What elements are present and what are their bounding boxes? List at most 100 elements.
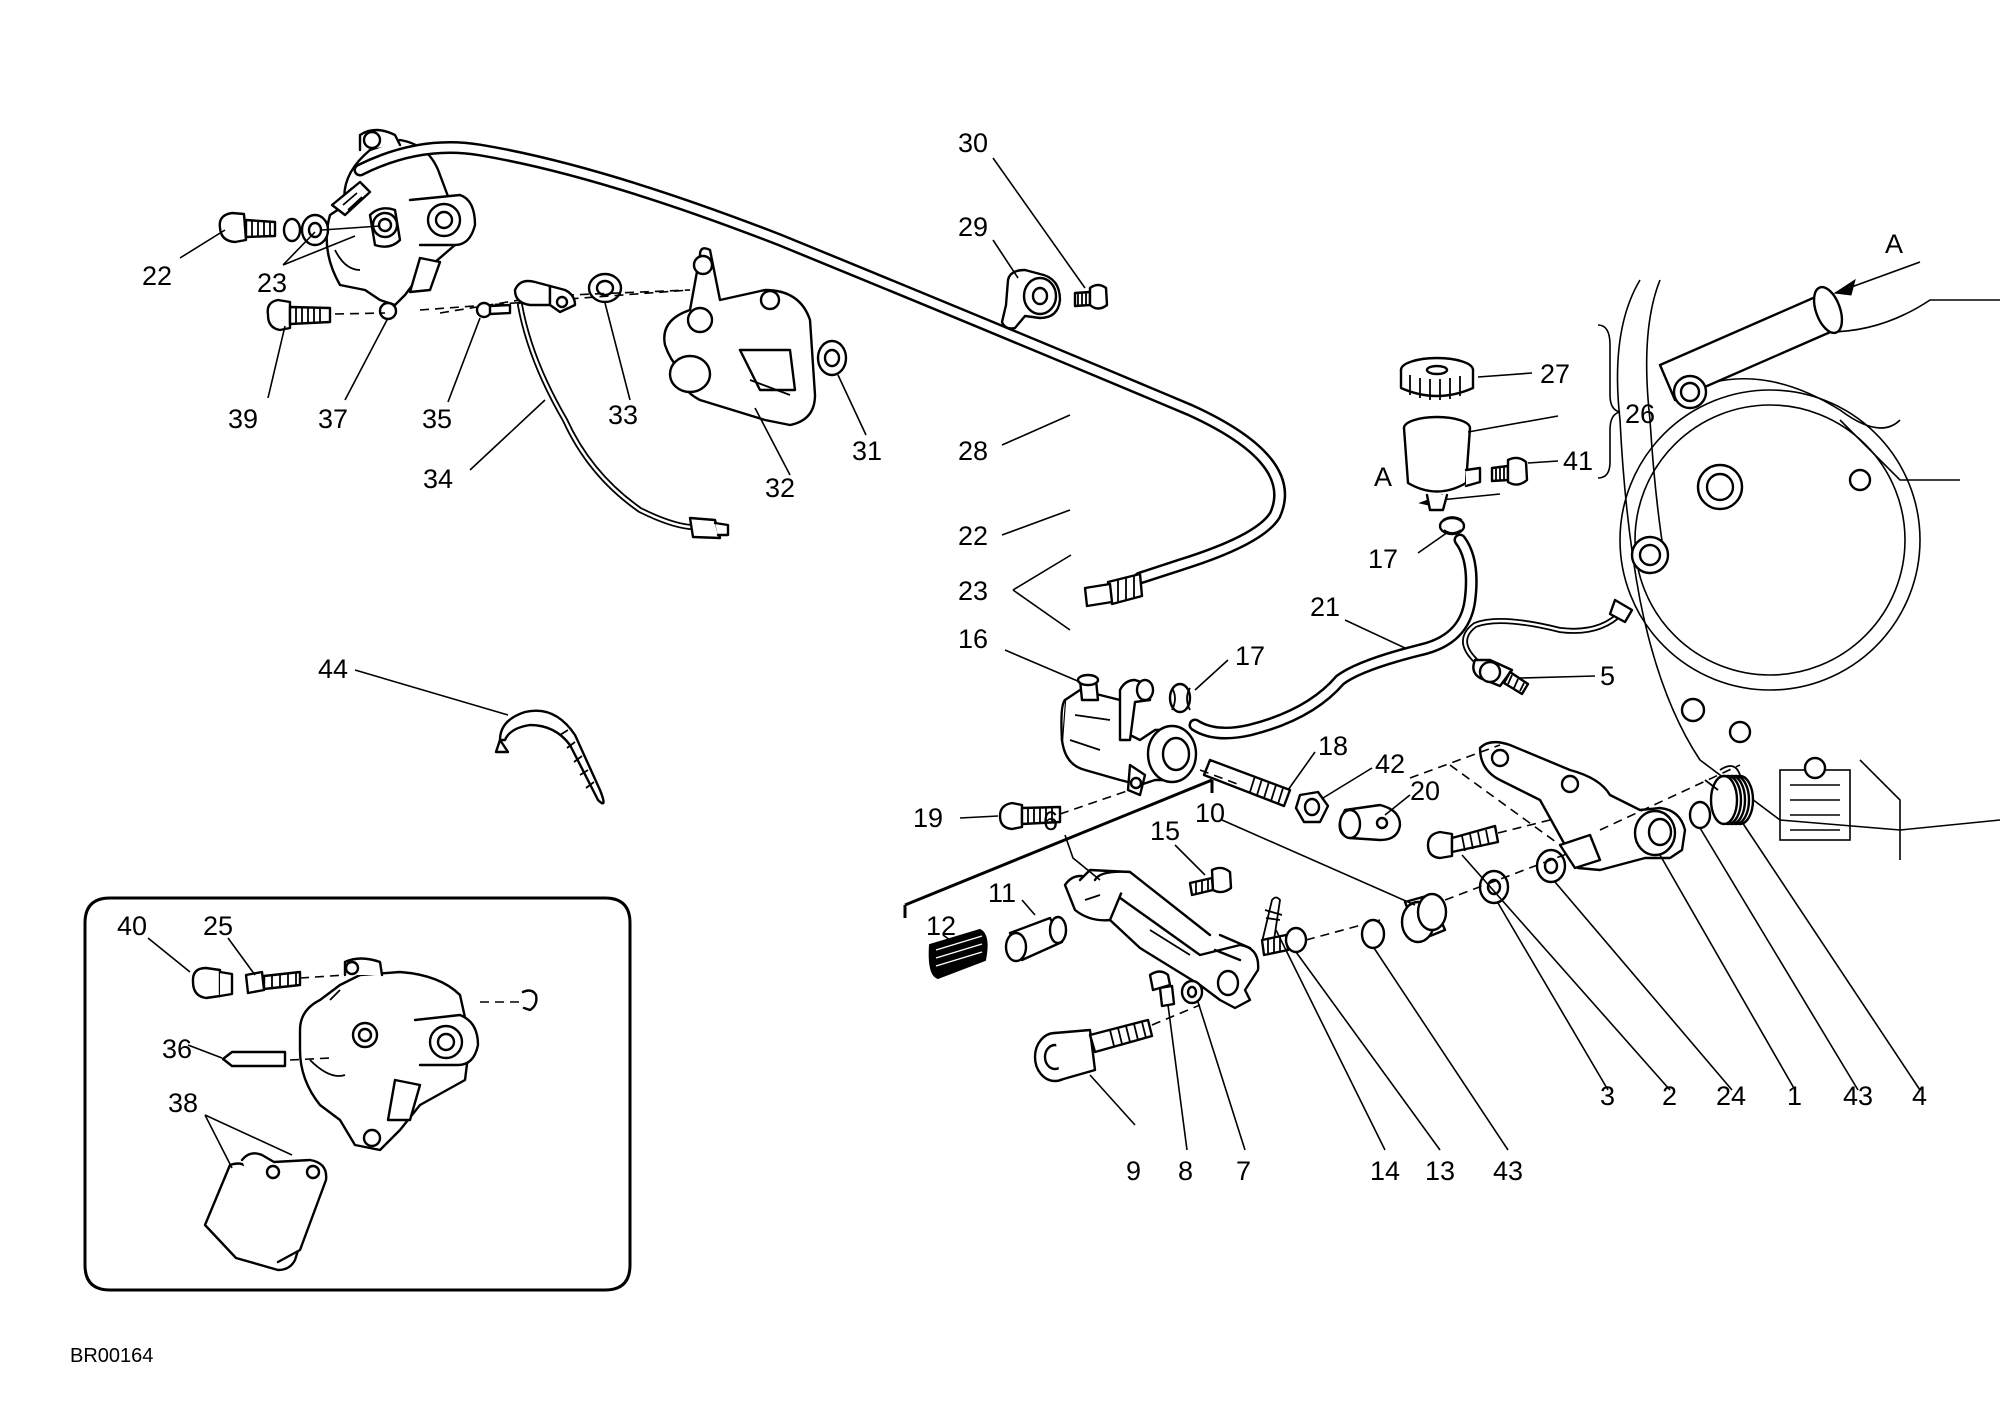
nut-42	[1294, 790, 1330, 824]
svg-text:A: A	[1374, 462, 1392, 492]
callout-33: 33	[608, 400, 638, 430]
brake-light-switch-5	[1462, 598, 1634, 696]
brake-pedal-6	[1063, 868, 1260, 1010]
pushrod-18	[1202, 758, 1292, 808]
pedal-assembly-bracket	[903, 778, 1214, 918]
callout-44: 44	[318, 654, 348, 684]
callout-1: 1	[1787, 1081, 1802, 1111]
callout-23-upper: 23	[257, 268, 287, 298]
callout-13: 13	[1425, 1156, 1455, 1186]
callout-42: 42	[1375, 749, 1405, 779]
callout-22-lower: 22	[958, 521, 988, 551]
callout-15: 15	[1150, 816, 1180, 846]
callout-29: 29	[958, 212, 988, 242]
callout-41: 41	[1563, 446, 1593, 476]
clevis-pin-13	[1260, 926, 1308, 957]
pedal-pin-11	[1004, 915, 1068, 963]
master-cylinder-16	[1060, 673, 1198, 797]
rear-brake-caliper	[325, 128, 477, 321]
callout-27: 27	[1540, 359, 1570, 389]
hose-guide-44	[494, 709, 605, 805]
hose-clip-17-lower	[1168, 682, 1192, 714]
bolt-2	[1426, 814, 1571, 860]
callout-6: 6	[1043, 806, 1058, 836]
leader-lines	[147, 157, 1921, 1169]
bushing-10	[1400, 892, 1448, 944]
caliper-detail-inset	[83, 896, 632, 1292]
caliper-bracket-32	[663, 247, 817, 427]
axis-line-spring	[1599, 764, 1741, 831]
callout-37: 37	[318, 404, 348, 434]
callout-32: 32	[765, 473, 795, 503]
callout-34: 34	[423, 464, 453, 494]
screw-41	[1490, 456, 1529, 486]
o-ring-43-right	[1688, 800, 1712, 830]
pedal-bracket-1	[1409, 740, 1687, 872]
callout-labels: 30 29 28 27 26 41 22 23 39 37 35 34 33 3…	[117, 128, 1927, 1186]
callout-9: 9	[1126, 1156, 1141, 1186]
screw-35	[475, 301, 512, 319]
hose-clip-17-upper	[1438, 516, 1466, 536]
o-ring-43-left	[1360, 918, 1386, 950]
callout-26: 26	[1625, 399, 1655, 429]
callout-25: 25	[203, 911, 233, 941]
fluid-reservoir	[1402, 415, 1482, 512]
callout-40: 40	[117, 911, 147, 941]
callout-4: 4	[1912, 1081, 1927, 1111]
callout-43-right: 43	[1843, 1081, 1873, 1111]
reservoir-hose-21	[1188, 533, 1478, 740]
callout-12: 12	[926, 911, 956, 941]
pedal-rubber-12	[928, 928, 988, 980]
callout-2: 2	[1662, 1081, 1677, 1111]
callout-23-lower: 23	[958, 576, 988, 606]
callout-8: 8	[1178, 1156, 1193, 1186]
callout-3: 3	[1600, 1081, 1615, 1111]
caliper-bolt-39	[266, 298, 386, 332]
callout-38: 38	[168, 1088, 198, 1118]
split-pin-14	[1261, 896, 1283, 943]
callout-30: 30	[958, 128, 988, 158]
callout-43-lower: 43	[1493, 1156, 1523, 1186]
drawing-code: BR00164	[70, 1345, 153, 1367]
washer-24	[1535, 848, 1567, 884]
reservoir-cap-27	[1399, 356, 1475, 400]
screw-8	[1148, 970, 1176, 1008]
banjo-bolt-upper	[218, 211, 381, 247]
callout-36: 36	[162, 1034, 192, 1064]
callout-22-upper: 22	[142, 261, 172, 291]
svg-text:A: A	[1885, 229, 1903, 259]
washer-7	[1180, 979, 1204, 1005]
pivot-bolt-9	[1033, 1004, 1201, 1083]
callout-10: 10	[1195, 798, 1225, 828]
brake-hose-28	[353, 141, 1286, 608]
clevis-20	[1199, 769, 1402, 842]
speed-sensor-34	[513, 279, 730, 540]
callout-39: 39	[228, 404, 258, 434]
callout-17-lower: 17	[1235, 641, 1265, 671]
frame-tube	[1630, 285, 1872, 780]
callout-16: 16	[958, 624, 988, 654]
callout-31: 31	[852, 436, 882, 466]
callout-14: 14	[1370, 1156, 1400, 1186]
callout-5: 5	[1600, 661, 1615, 691]
callout-28: 28	[958, 436, 988, 466]
view-arrow-a-top: A	[1833, 229, 1921, 296]
engine-casing	[1616, 279, 2000, 860]
return-spring-4	[1704, 765, 1755, 826]
callout-18: 18	[1318, 731, 1348, 761]
callout-24: 24	[1716, 1081, 1746, 1111]
callout-20: 20	[1410, 776, 1440, 806]
callout-35: 35	[422, 404, 452, 434]
callout-7: 7	[1236, 1156, 1251, 1186]
screw-15	[1188, 866, 1233, 897]
callout-11: 11	[988, 878, 1016, 908]
washer-3	[1478, 869, 1510, 905]
screw-30	[1073, 283, 1109, 310]
callout-21: 21	[1310, 592, 1340, 622]
axis-line-pivot	[1444, 829, 1631, 901]
spacer-31	[816, 339, 848, 377]
hose-clamp-29	[1000, 268, 1062, 330]
bolt-19	[998, 789, 1131, 831]
callout-17-upper: 17	[1368, 544, 1398, 574]
